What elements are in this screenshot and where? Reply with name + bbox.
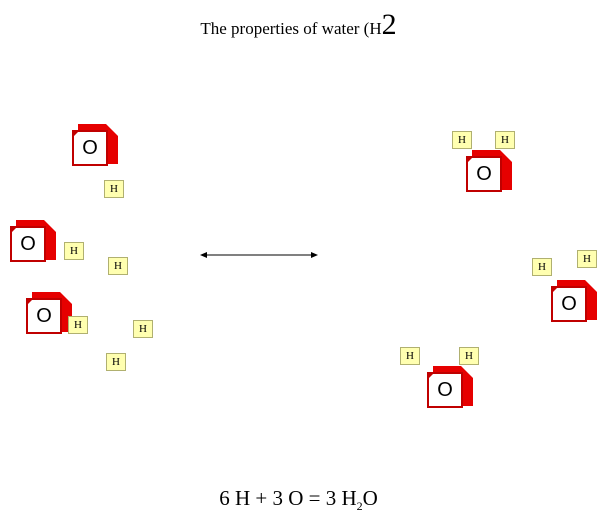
hydrogen-atom[interactable]: H: [68, 316, 88, 334]
oxygen-atom[interactable]: O: [466, 150, 512, 196]
oxygen-label: O: [427, 372, 463, 408]
oxygen-label: O: [10, 226, 46, 262]
hydrogen-atom[interactable]: H: [532, 258, 552, 276]
oxygen-atom[interactable]: O: [72, 124, 118, 170]
hydrogen-atom[interactable]: H: [106, 353, 126, 371]
hydrogen-atom[interactable]: H: [133, 320, 153, 338]
page-title: The properties of water (H2: [0, 10, 597, 40]
oxygen-label: O: [26, 298, 62, 334]
double-arrow-icon: [200, 252, 318, 258]
equation-left: 6 H + 3 O = 3 H: [219, 486, 357, 510]
hydrogen-atom[interactable]: H: [400, 347, 420, 365]
oxygen-label: O: [551, 286, 587, 322]
oxygen-label: O: [466, 156, 502, 192]
reaction-equation: 6 H + 3 O = 3 H2O: [0, 486, 597, 514]
equation-subscript: 2: [356, 499, 363, 514]
hydrogen-atom[interactable]: H: [64, 242, 84, 260]
oxygen-atom[interactable]: O: [551, 280, 597, 326]
title-subscript-two: 2: [381, 8, 397, 41]
hydrogen-atom[interactable]: H: [495, 131, 515, 149]
oxygen-label: O: [72, 130, 108, 166]
hydrogen-atom[interactable]: H: [452, 131, 472, 149]
hydrogen-atom[interactable]: H: [459, 347, 479, 365]
hydrogen-atom[interactable]: H: [108, 257, 128, 275]
equation-right: O: [362, 486, 378, 510]
oxygen-atom[interactable]: O: [26, 292, 72, 338]
title-text: The properties of water (H: [200, 19, 382, 38]
oxygen-atom[interactable]: O: [10, 220, 56, 266]
oxygen-atom[interactable]: O: [427, 366, 473, 412]
hydrogen-atom[interactable]: H: [104, 180, 124, 198]
hydrogen-atom[interactable]: H: [577, 250, 597, 268]
